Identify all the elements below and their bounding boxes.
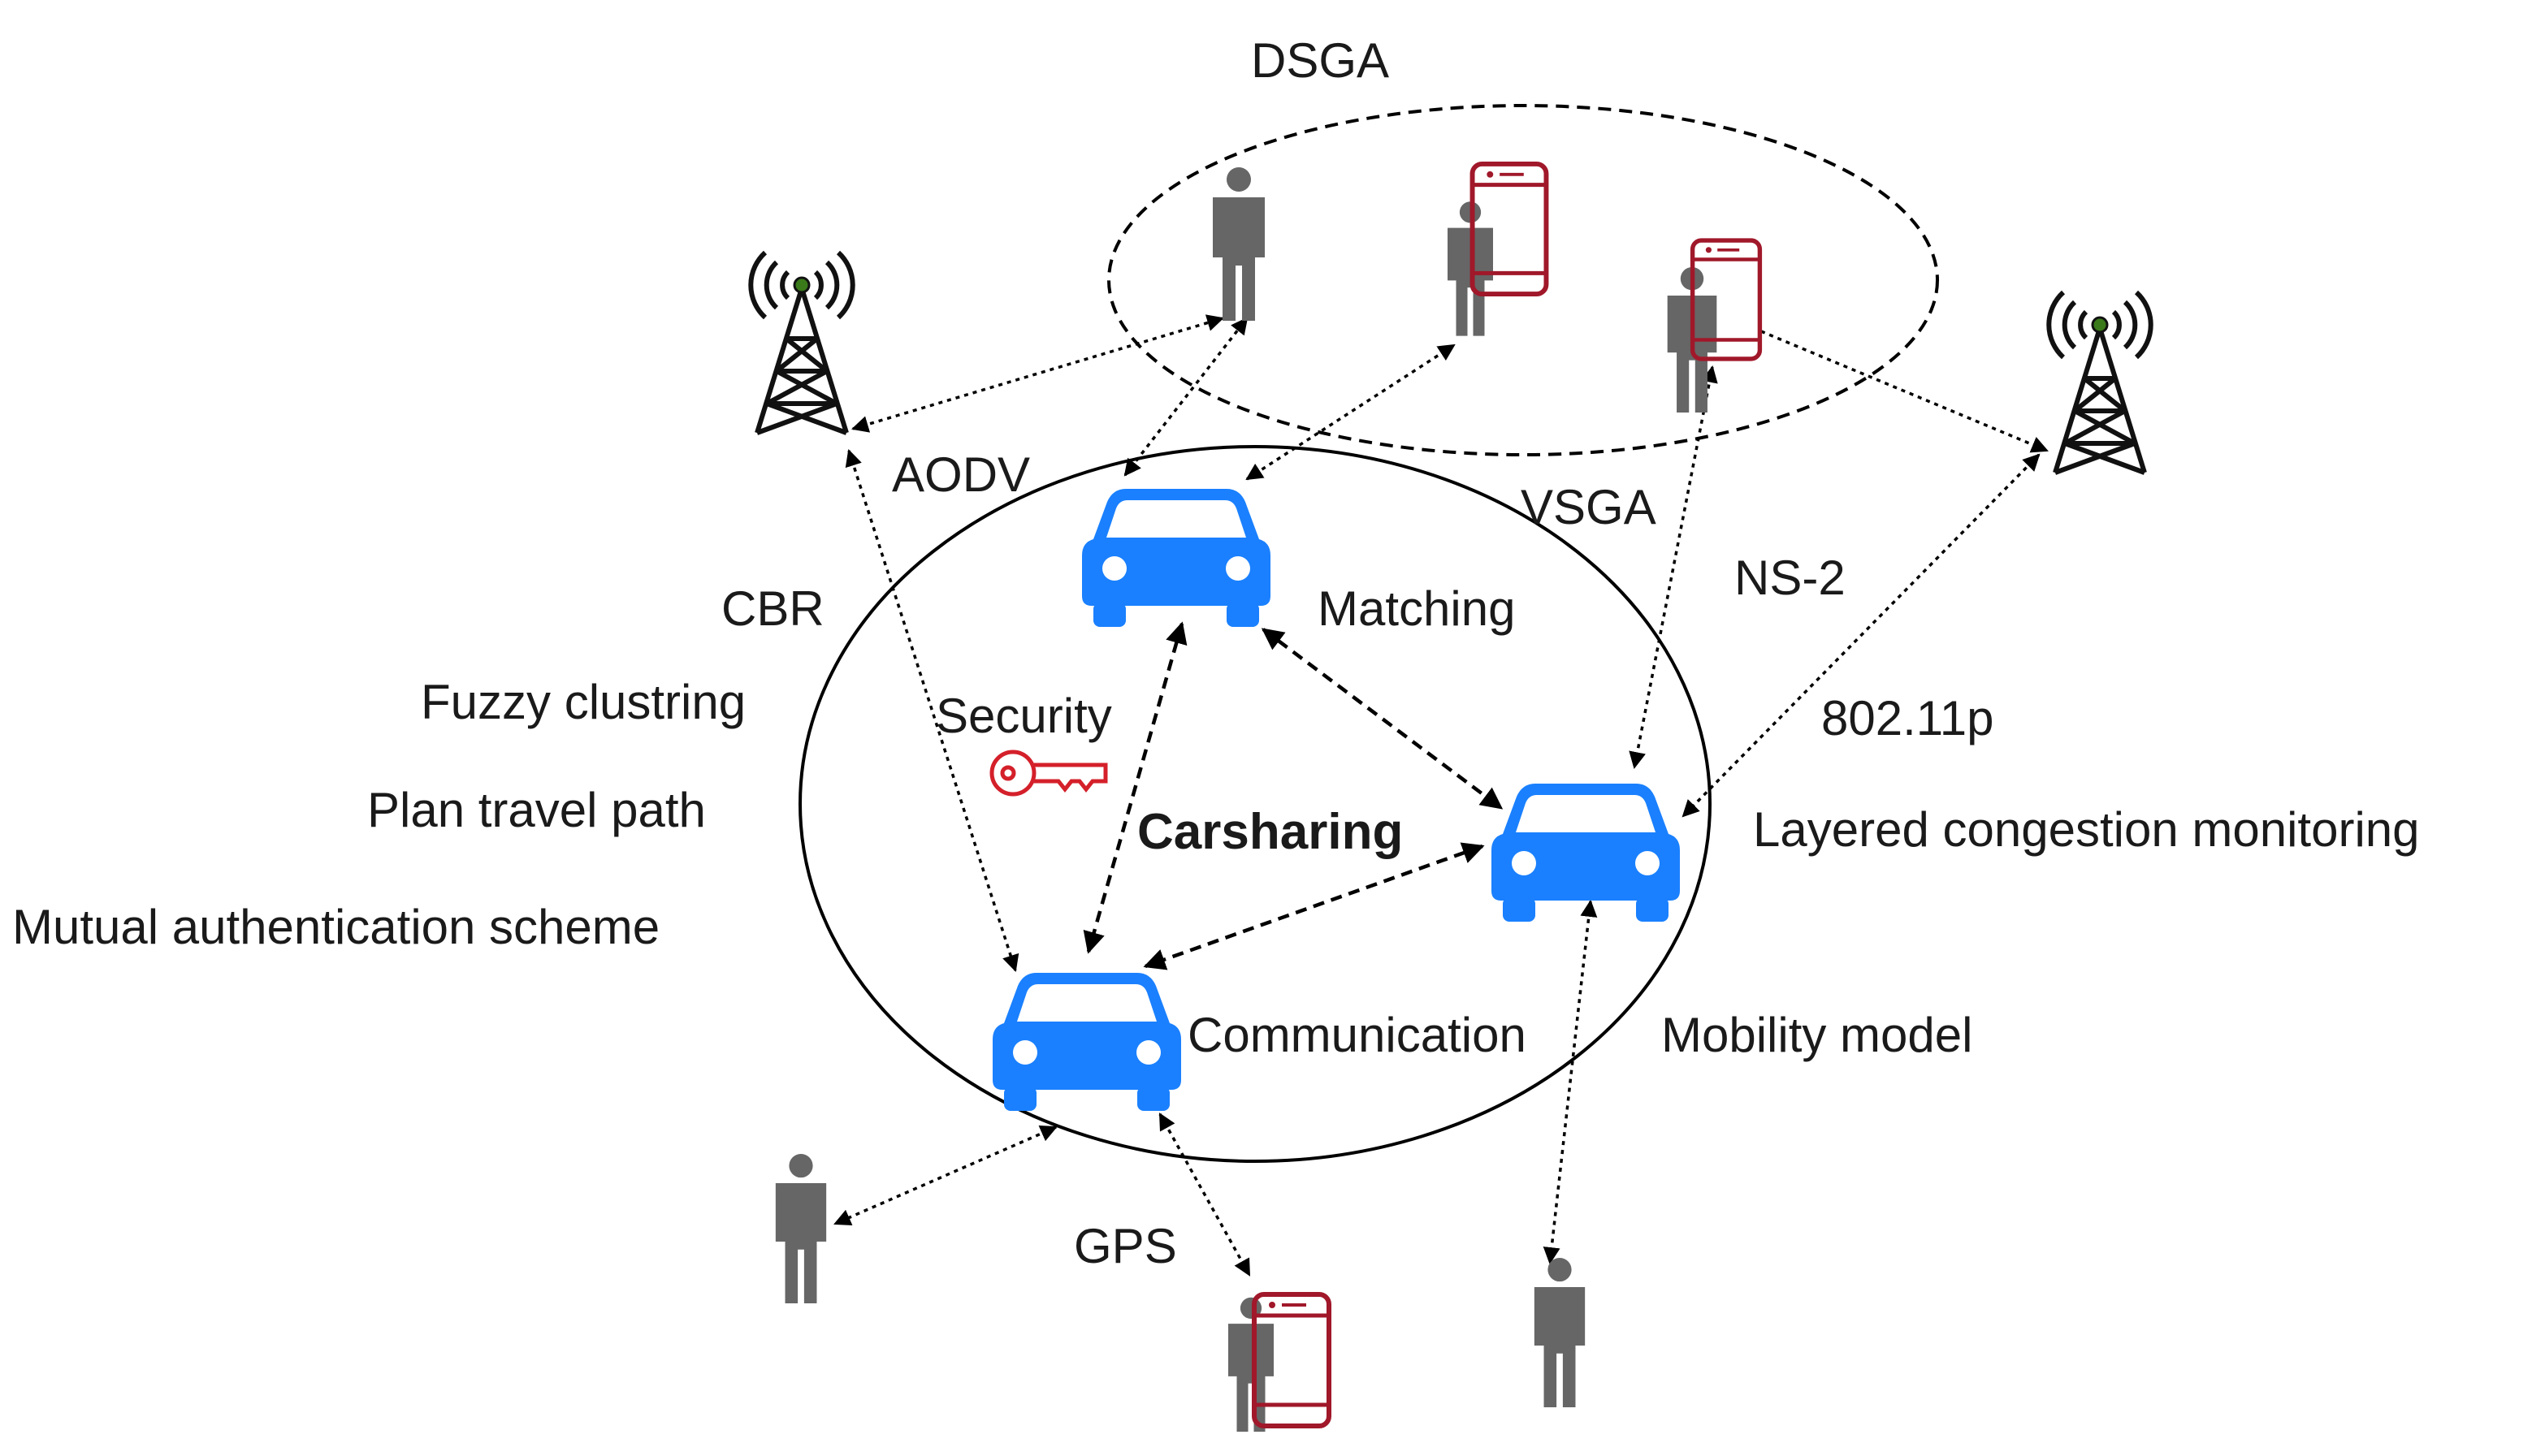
label-ns2: NS-2 <box>1734 551 1846 605</box>
label-aodv: AODV <box>892 447 1030 502</box>
person-icon <box>1228 1297 1274 1432</box>
person-icon <box>775 1153 827 1303</box>
link-matching-congestion <box>1261 628 1504 810</box>
label-vsga: VSGA <box>1521 480 1656 534</box>
label-mobility-model: Mobility model <box>1661 1008 1972 1062</box>
link-matching-communication <box>1083 621 1188 954</box>
car-icon <box>1491 784 1680 922</box>
car-icon <box>993 973 1181 1111</box>
link-car-matching-person-dsga <box>1123 317 1249 477</box>
link-tower-left-car-communication <box>845 449 1019 972</box>
label-dsga: DSGA <box>1251 33 1389 88</box>
link-car-matching-phone-dsga <box>1245 343 1456 481</box>
label-security: Security <box>936 689 1112 743</box>
link-car-communication-phone-gps <box>1158 1113 1251 1277</box>
label-layered-congestion-monitoring: Layered congestion monitoring <box>1753 802 2420 857</box>
cell-tower-icon <box>2049 292 2150 473</box>
link-phone-dsga-car-congestion <box>1629 365 1718 770</box>
dsga-group-ellipse <box>1107 104 1939 456</box>
label-fuzzy-clustring: Fuzzy clustring <box>421 675 746 729</box>
car-icon <box>1082 489 1270 627</box>
link-phone-dsga-tower-right <box>1760 330 2049 453</box>
link-car-communication-person-left <box>833 1125 1058 1226</box>
link-tower-right-car-congestion <box>1682 453 2041 818</box>
label-802-11p: 802.11p <box>1821 691 1993 745</box>
cell-tower-icon <box>751 253 852 433</box>
link-congestion-communication <box>1143 842 1485 970</box>
label-plan-travel-path: Plan travel path <box>367 783 706 837</box>
label-cbr: CBR <box>721 581 825 636</box>
person-icon <box>1534 1257 1586 1407</box>
label-communication: Communication <box>1188 1008 1526 1062</box>
label-mutual-authentication-scheme: Mutual authentication scheme <box>12 900 660 954</box>
key-icon <box>992 752 1106 794</box>
label-matching: Matching <box>1318 581 1515 636</box>
link-tower-left-person-dsga <box>850 314 1225 433</box>
person-icon <box>1213 167 1265 321</box>
label-carsharing: Carsharing <box>1137 804 1403 860</box>
label-gps: GPS <box>1074 1219 1177 1273</box>
link-car-congestion-person-bottom <box>1543 899 1598 1265</box>
